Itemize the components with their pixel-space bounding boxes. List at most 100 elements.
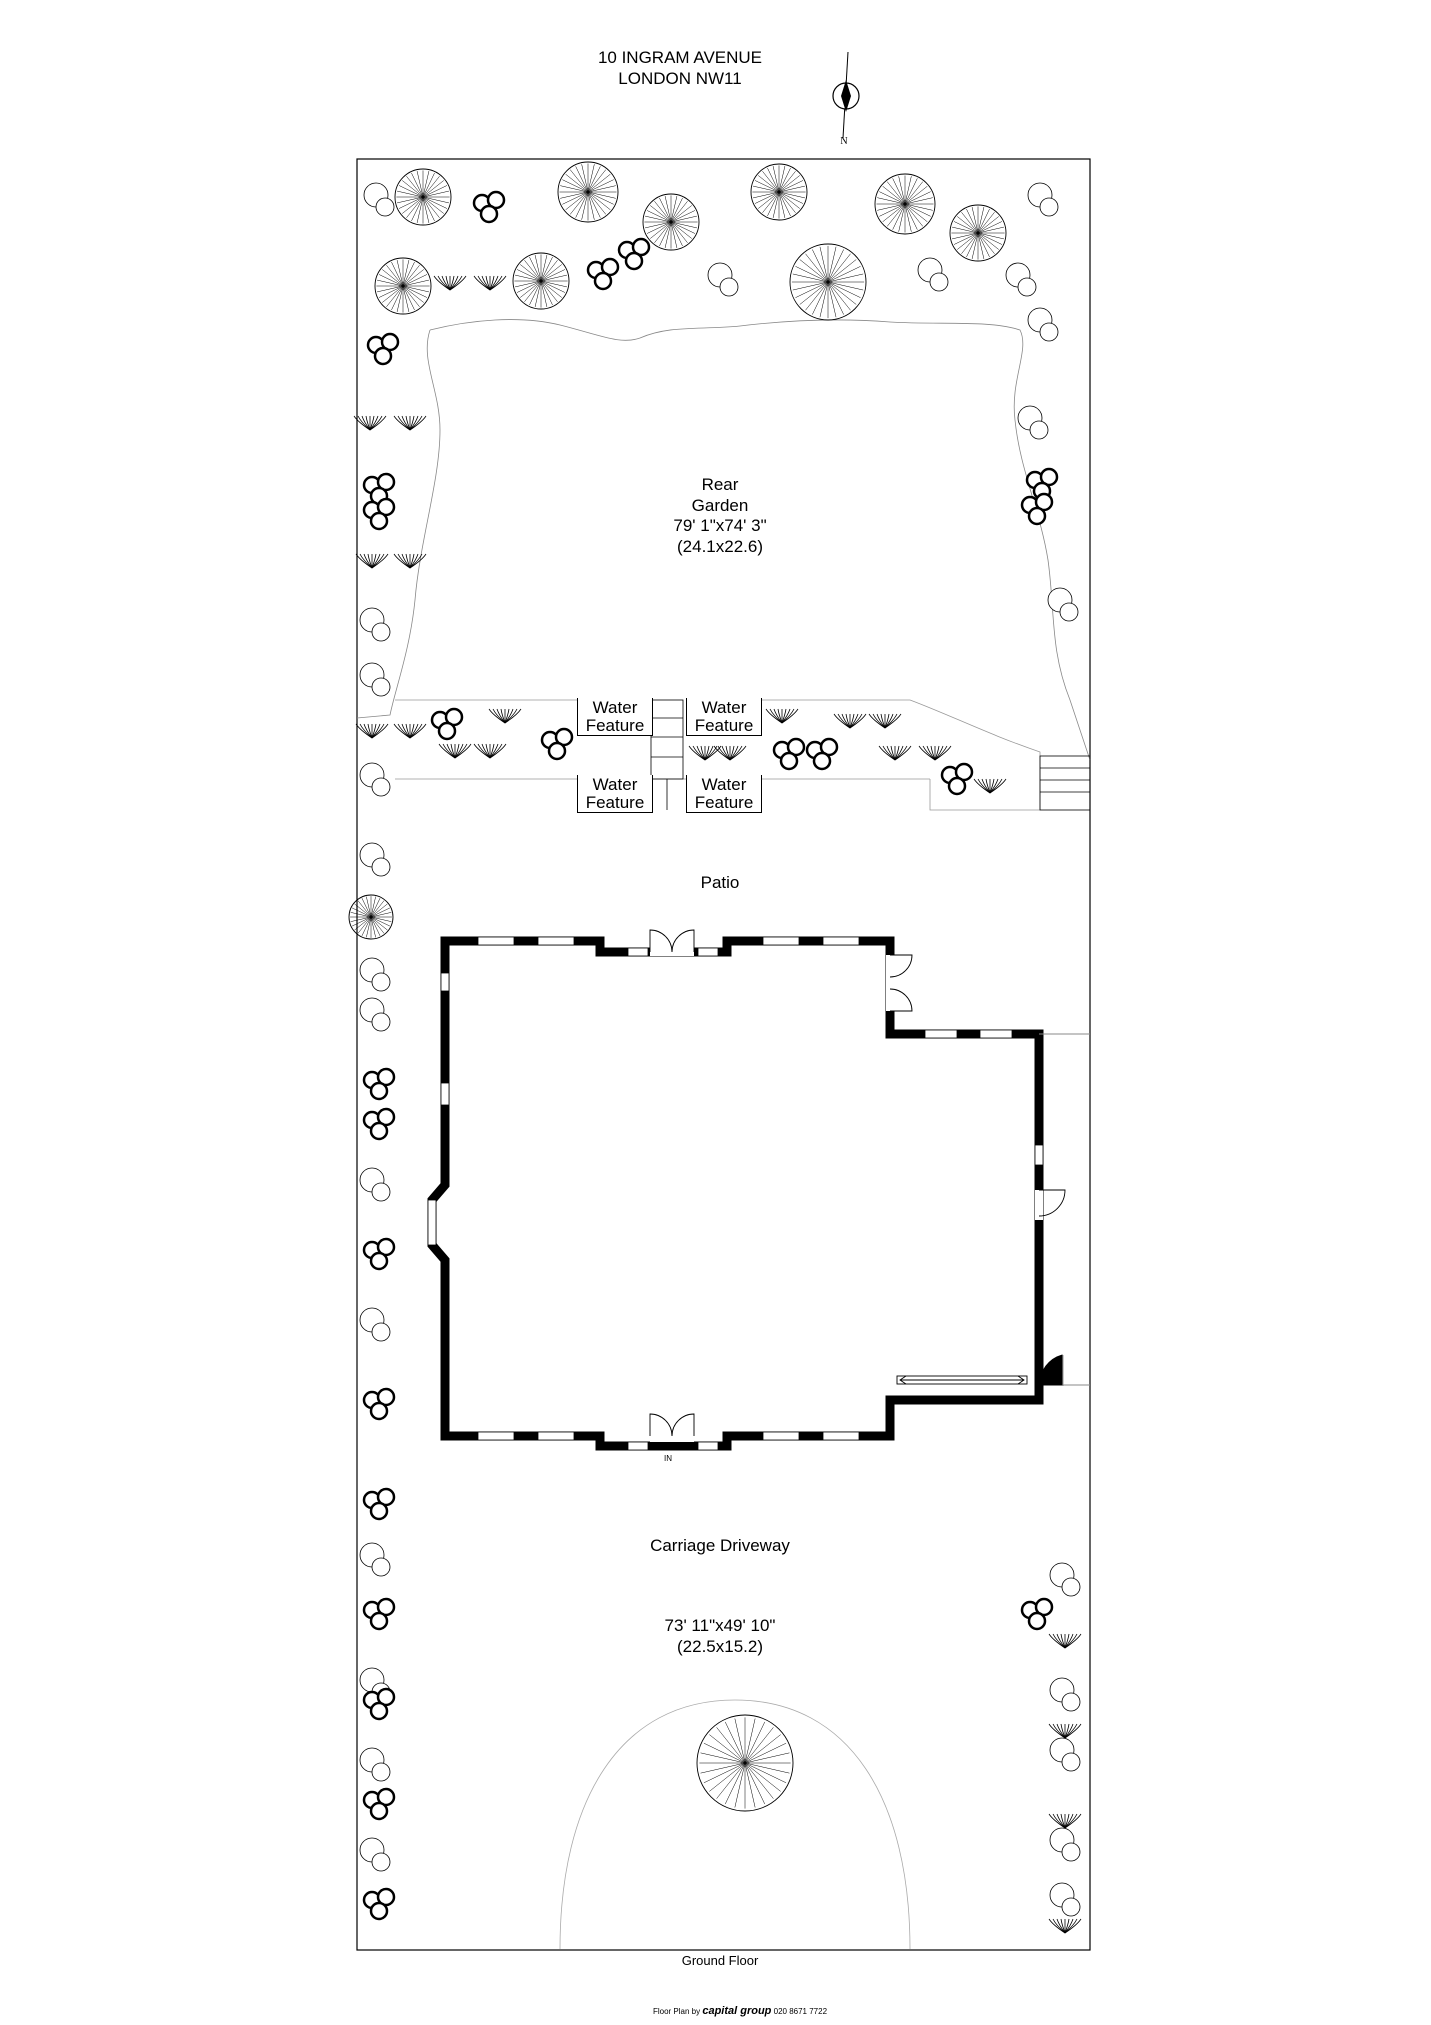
tree-icon [557, 161, 619, 223]
plant-icon [1048, 1813, 1082, 1829]
terrace-edge [760, 699, 1041, 811]
plant-icon [393, 723, 427, 739]
rear-garden-metric: (24.1x22.6) [677, 537, 763, 557]
shrub-icon [362, 1887, 396, 1921]
shrub-icon [586, 257, 620, 291]
credit-phone: 020 8671 7722 [773, 2007, 828, 2016]
shrub-icon [359, 842, 391, 877]
driveway-name: Carriage Driveway [650, 1536, 790, 1555]
plant-icon [973, 778, 1007, 794]
shrub-icon [362, 1597, 396, 1631]
shrub-icon [1027, 307, 1059, 342]
shrub-icon [1020, 1597, 1054, 1631]
tree-icon [789, 243, 867, 321]
tree-icon [394, 168, 452, 226]
shrub-icon [362, 1237, 396, 1271]
plant-icon [355, 723, 389, 739]
plant-icon [765, 708, 799, 724]
plant-icon [713, 745, 747, 761]
shrub-icon [1047, 587, 1079, 622]
plant-icon [918, 745, 952, 761]
side-steps [1039, 755, 1091, 811]
plant-icon [1048, 1918, 1082, 1934]
plant-icon [353, 415, 387, 431]
tree-icon [874, 173, 936, 235]
shrub-icon [359, 997, 391, 1032]
plant-icon [1048, 1723, 1082, 1739]
plant-icon [433, 275, 467, 291]
tree-icon [374, 257, 432, 315]
rear-garden-name-2: Garden [691, 495, 749, 515]
compass-letter: N [840, 136, 847, 147]
plant-icon [473, 743, 507, 759]
shrub-icon [1049, 1562, 1081, 1597]
credit-prefix: Floor Plan by [652, 2007, 701, 2016]
shrub-icon [1049, 1737, 1081, 1772]
shrub-icon [1025, 467, 1059, 501]
driveway-dimensions: 73' 11"x49' 10" (22.5x15.2) [560, 1616, 880, 1657]
shrub-icon [359, 662, 391, 697]
plant-icon [473, 275, 507, 291]
shrub-icon [540, 727, 574, 761]
trees [348, 161, 1007, 1812]
shrub-icon [362, 1787, 396, 1821]
shrub-icon [359, 762, 391, 797]
shrub-icon [1027, 182, 1059, 217]
shrub-icon [772, 737, 806, 771]
shrub-icon [1049, 1677, 1081, 1712]
tree-icon [512, 252, 570, 310]
plant-icon [833, 713, 867, 729]
shrubs [353, 182, 1082, 1934]
shrub-icon [362, 1067, 396, 1101]
shrub-icon [366, 332, 400, 366]
plant-icon [488, 708, 522, 724]
shrub-icon [940, 762, 974, 796]
address-line-2: LONDON NW11 [618, 68, 742, 88]
shrub-icon [917, 257, 949, 292]
entrance-label: IN [664, 1454, 672, 1463]
plot-boundary [356, 158, 1091, 1951]
plant-icon [688, 745, 722, 761]
plant-icon [1048, 1633, 1082, 1649]
tree-icon [949, 204, 1007, 262]
plant-icon [878, 745, 912, 761]
tree-icon [750, 163, 808, 221]
tree-icon [642, 193, 700, 251]
credit-line: Floor Plan by capital group 020 8671 772… [560, 2005, 920, 2017]
shrub-icon [362, 1487, 396, 1521]
plant-icon [438, 743, 472, 759]
shrub-icon [1049, 1827, 1081, 1862]
shrub-icon [472, 190, 506, 224]
shrub-icon [362, 497, 396, 531]
tree-icon [696, 1714, 794, 1812]
plant-icon [355, 553, 389, 569]
garage-door [896, 1033, 1090, 1386]
shrub-icon [359, 607, 391, 642]
address-title: 10 INGRAM AVENUE LONDON NW11 [520, 48, 840, 89]
house-walls [427, 936, 1044, 1451]
shrub-icon [362, 1387, 396, 1421]
shrub-icon [363, 182, 395, 217]
rear-garden-imperial: 79' 1"x74' 3" [673, 516, 767, 536]
plant-icon [868, 713, 902, 729]
shrub-icon [359, 1747, 391, 1782]
address-line-1: 10 INGRAM AVENUE [597, 48, 763, 67]
shrub-icon [362, 1687, 396, 1721]
driveway-metric: (22.5x15.2) [677, 1636, 763, 1656]
shrub-icon [1049, 1882, 1081, 1917]
plant-icon [393, 415, 427, 431]
shrub-icon [359, 957, 391, 992]
driveway-imperial: 73' 11"x49' 10" [664, 1616, 776, 1635]
tree-icon [348, 894, 394, 940]
credit-brand: capital group [702, 2005, 772, 2017]
floor-label: Ground Floor [681, 1953, 759, 1968]
shrub-icon [359, 1167, 391, 1202]
shrub-icon [1005, 262, 1037, 297]
lawn-outline-left [356, 329, 441, 719]
rear-garden-label: Rear Garden 79' 1"x74' 3" (24.1x22.6) [600, 475, 840, 558]
compass-icon: N [832, 51, 860, 147]
